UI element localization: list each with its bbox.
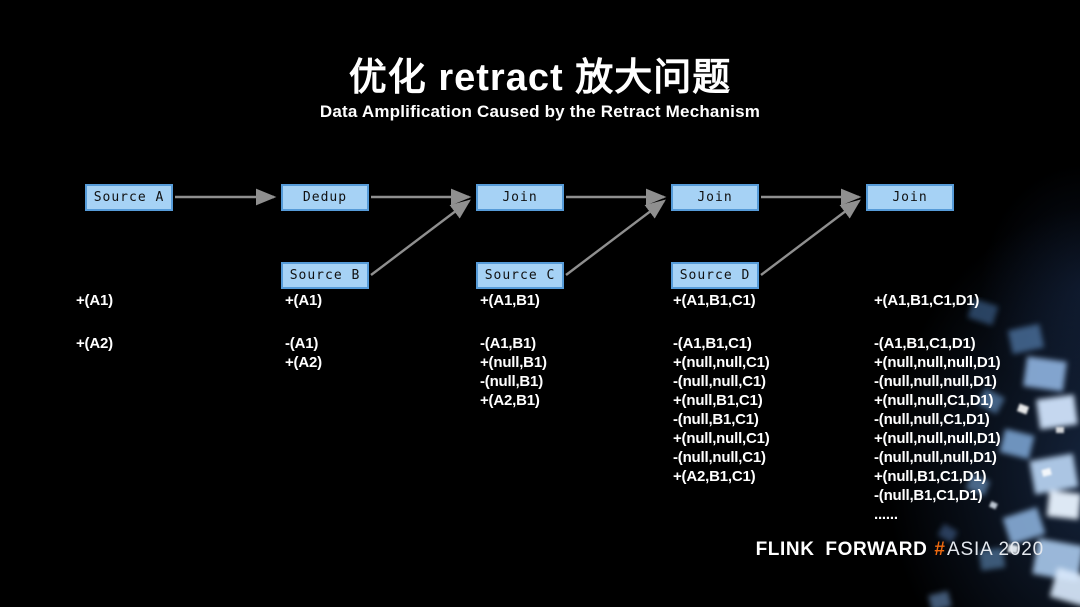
message-line: +(A1,B1,C1) (673, 292, 756, 309)
message-column-join-2: +(A1,B1,C1) -(A1,B1,C1) +(null,null,C1) … (673, 291, 770, 486)
message-line: +(A2) (285, 354, 322, 371)
message-line: -(A1) (285, 335, 319, 352)
message-line: +(null,null,C1) (673, 354, 770, 371)
message-column-join-3: +(A1,B1,C1,D1) -(A1,B1,C1,D1) +(null,nul… (874, 291, 1001, 524)
node-source-b: Source B (281, 262, 369, 289)
message-line: -(null,B1,C1,D1) (874, 487, 983, 504)
message-line: +(null,B1) (480, 354, 547, 371)
node-source-a: Source A (85, 184, 173, 211)
slide-title: 优化 retract 放大问题 (348, 57, 732, 99)
node-join-3: Join (866, 184, 954, 211)
message-line: +(null,B1,C1) (673, 392, 763, 409)
node-join-1: Join (476, 184, 564, 211)
message-line: -(null,null,C1) (673, 373, 766, 390)
message-line: +(A1) (76, 292, 113, 309)
message-line: +(null,null,C1) (673, 430, 770, 447)
footer-event-text: ASIA 2020 (947, 539, 1044, 560)
message-line: +(A2,B1) (480, 392, 540, 409)
message-line: +(A1,B1) (480, 292, 540, 309)
message-line: -(null,B1) (480, 373, 543, 390)
node-join-2: Join (671, 184, 759, 211)
message-line: +(null,null,C1,D1) (874, 392, 994, 409)
message-column-join-1: +(A1,B1) -(A1,B1) +(null,B1) -(null,B1) … (480, 291, 547, 410)
footer-hash-symbol: # (934, 539, 945, 560)
node-source-d: Source D (671, 262, 759, 289)
message-line: +(null,null,null,D1) (874, 354, 1001, 371)
footer-logo: FLINK FORWARD # ASIA 2020 (756, 539, 1044, 561)
message-line: +(A2,B1,C1) (673, 468, 756, 485)
message-line: +(A1,B1,C1,D1) (874, 292, 980, 309)
message-line: ...... (874, 506, 898, 523)
message-line: -(null,null,null,D1) (874, 449, 997, 466)
message-line: -(A1,B1,C1) (673, 335, 752, 352)
message-column-source-a: +(A1) +(A2) (76, 291, 113, 353)
node-dedup: Dedup (281, 184, 369, 211)
message-line: -(null,null,C1,D1) (874, 411, 990, 428)
footer-brand-text: FLINK FORWARD (755, 539, 928, 560)
message-line: +(A1) (285, 292, 322, 309)
message-line: -(null,B1,C1) (673, 411, 759, 428)
message-column-dedup: +(A1) -(A1) +(A2) (285, 291, 322, 372)
message-line: -(null,null,C1) (673, 449, 766, 466)
message-line: -(null,null,null,D1) (874, 373, 997, 390)
message-line: -(A1,B1) (480, 335, 536, 352)
message-line: -(A1,B1,C1,D1) (874, 335, 976, 352)
message-line: +(A2) (76, 335, 113, 352)
node-source-c: Source C (476, 262, 564, 289)
slide-subtitle: Data Amplification Caused by the Retract… (319, 102, 761, 121)
message-line: +(null,null,null,D1) (874, 430, 1001, 447)
message-line: +(null,B1,C1,D1) (874, 468, 987, 485)
